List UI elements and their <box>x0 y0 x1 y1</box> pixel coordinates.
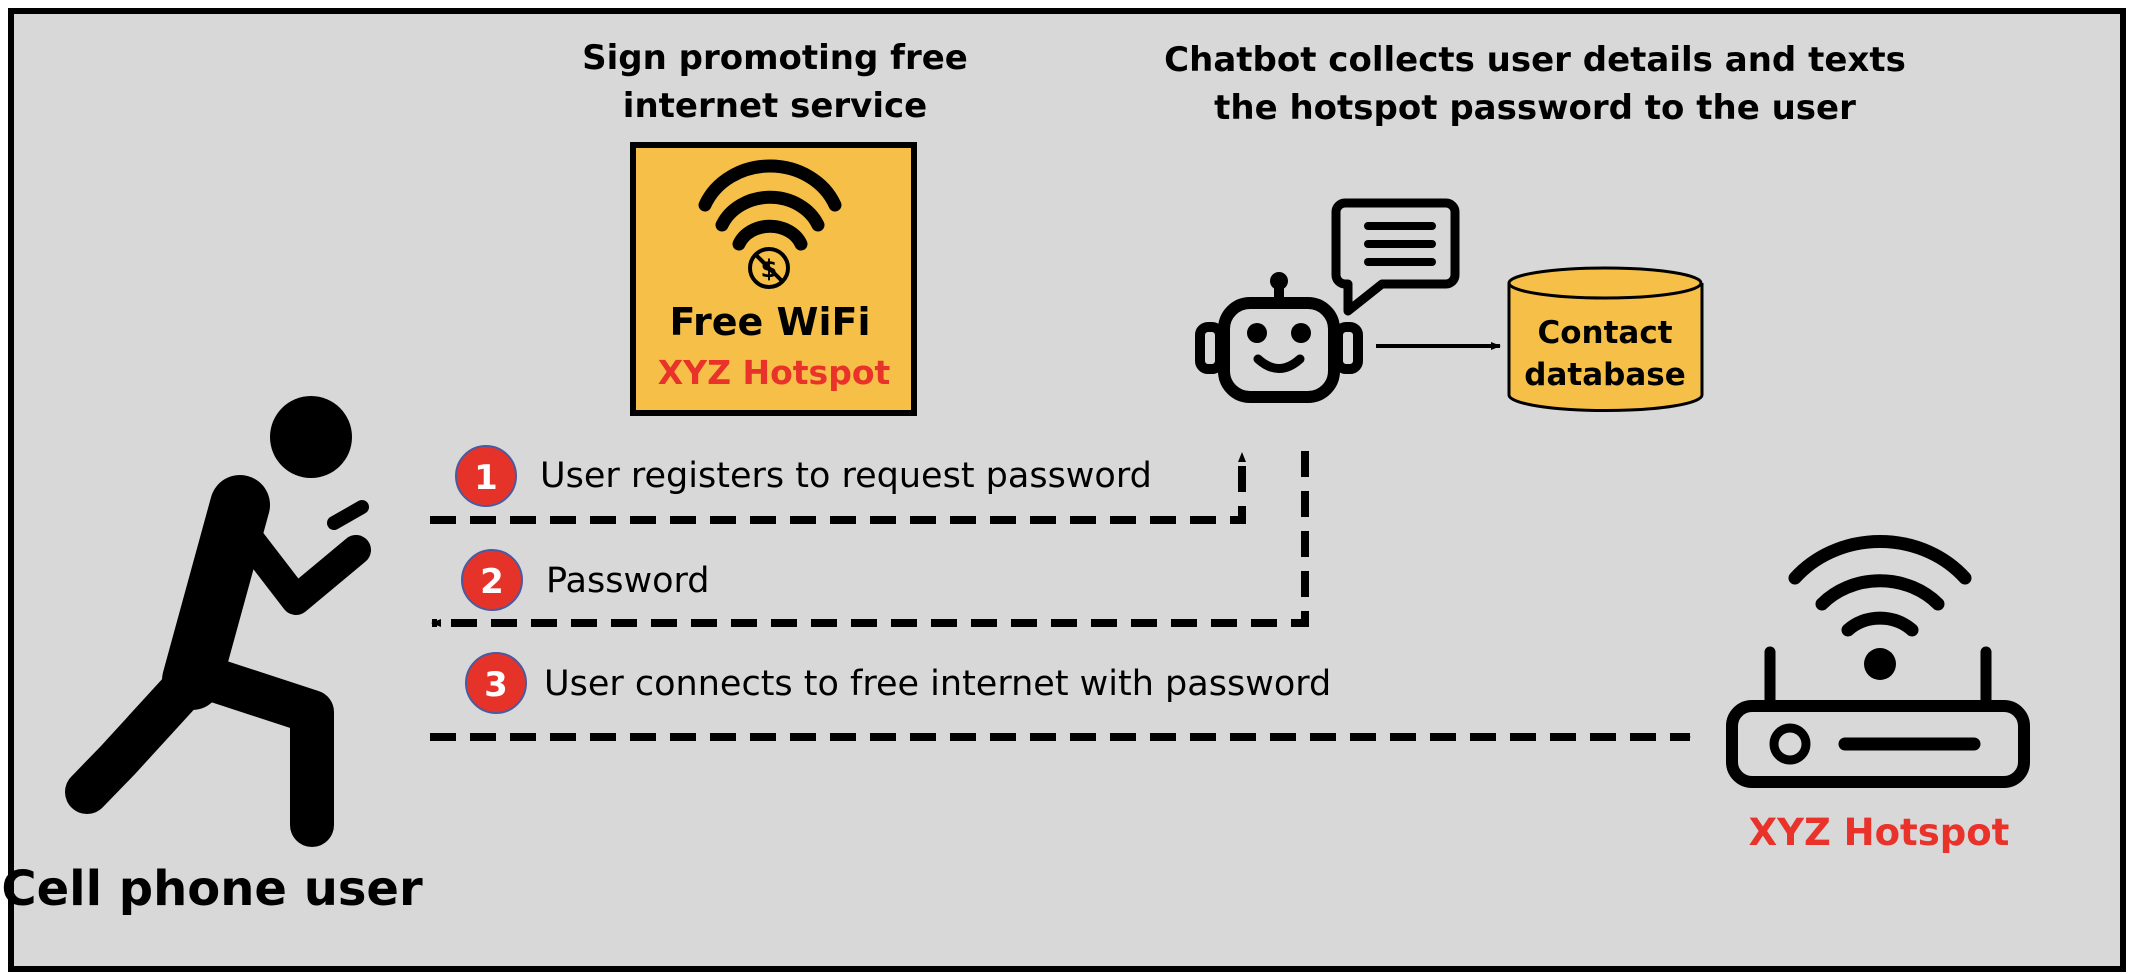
svg-text:2: 2 <box>480 562 504 602</box>
chatbot-title: Chatbot collects user details and texts … <box>1115 36 1955 132</box>
step-1-arrow <box>430 452 1246 524</box>
step-2-arrow <box>431 451 1309 627</box>
router-icon <box>1726 535 2030 788</box>
step-3-text: User connects to free internet with pass… <box>544 664 1331 704</box>
step-1-badge: 1 <box>455 445 517 507</box>
sign-title-line1: Sign promoting free <box>582 38 968 78</box>
no-dollar-icon: $ <box>748 247 790 289</box>
robot-icon <box>1195 272 1363 403</box>
step-3-badge: 3 <box>465 652 527 714</box>
svg-text:1: 1 <box>474 458 498 498</box>
diagram-frame <box>8 8 2126 972</box>
free-wifi-sign: $ Free WiFi XYZ Hotspot <box>630 142 917 416</box>
chatbot-title-line1: Chatbot collects user details and texts <box>1164 40 1906 80</box>
step-1-text: User registers to request password <box>540 456 1152 496</box>
svg-text:3: 3 <box>484 665 508 705</box>
step-2-badge: 2 <box>461 549 523 611</box>
svg-text:$: $ <box>761 255 778 283</box>
chat-bubble-icon <box>1331 198 1460 316</box>
chatbot-title-line2: the hotspot password to the user <box>1214 88 1856 128</box>
database-icon <box>1507 266 1704 413</box>
sign-title: Sign promoting free internet service <box>540 34 1010 130</box>
wifi-icon <box>698 159 842 251</box>
database-label-line1: Contact <box>1537 315 1672 351</box>
step-2-text: Password <box>546 561 709 601</box>
hotspot-label: XYZ Hotspot <box>1749 811 2010 854</box>
database-label-line2: database <box>1524 357 1685 393</box>
sign-hotspot-text: XYZ Hotspot <box>658 353 891 392</box>
sign-title-line2: internet service <box>622 86 928 126</box>
user-label: Cell phone user <box>1 861 423 917</box>
sign-free-wifi-text: Free WiFi <box>670 300 871 344</box>
walking-person-icon <box>65 396 371 847</box>
